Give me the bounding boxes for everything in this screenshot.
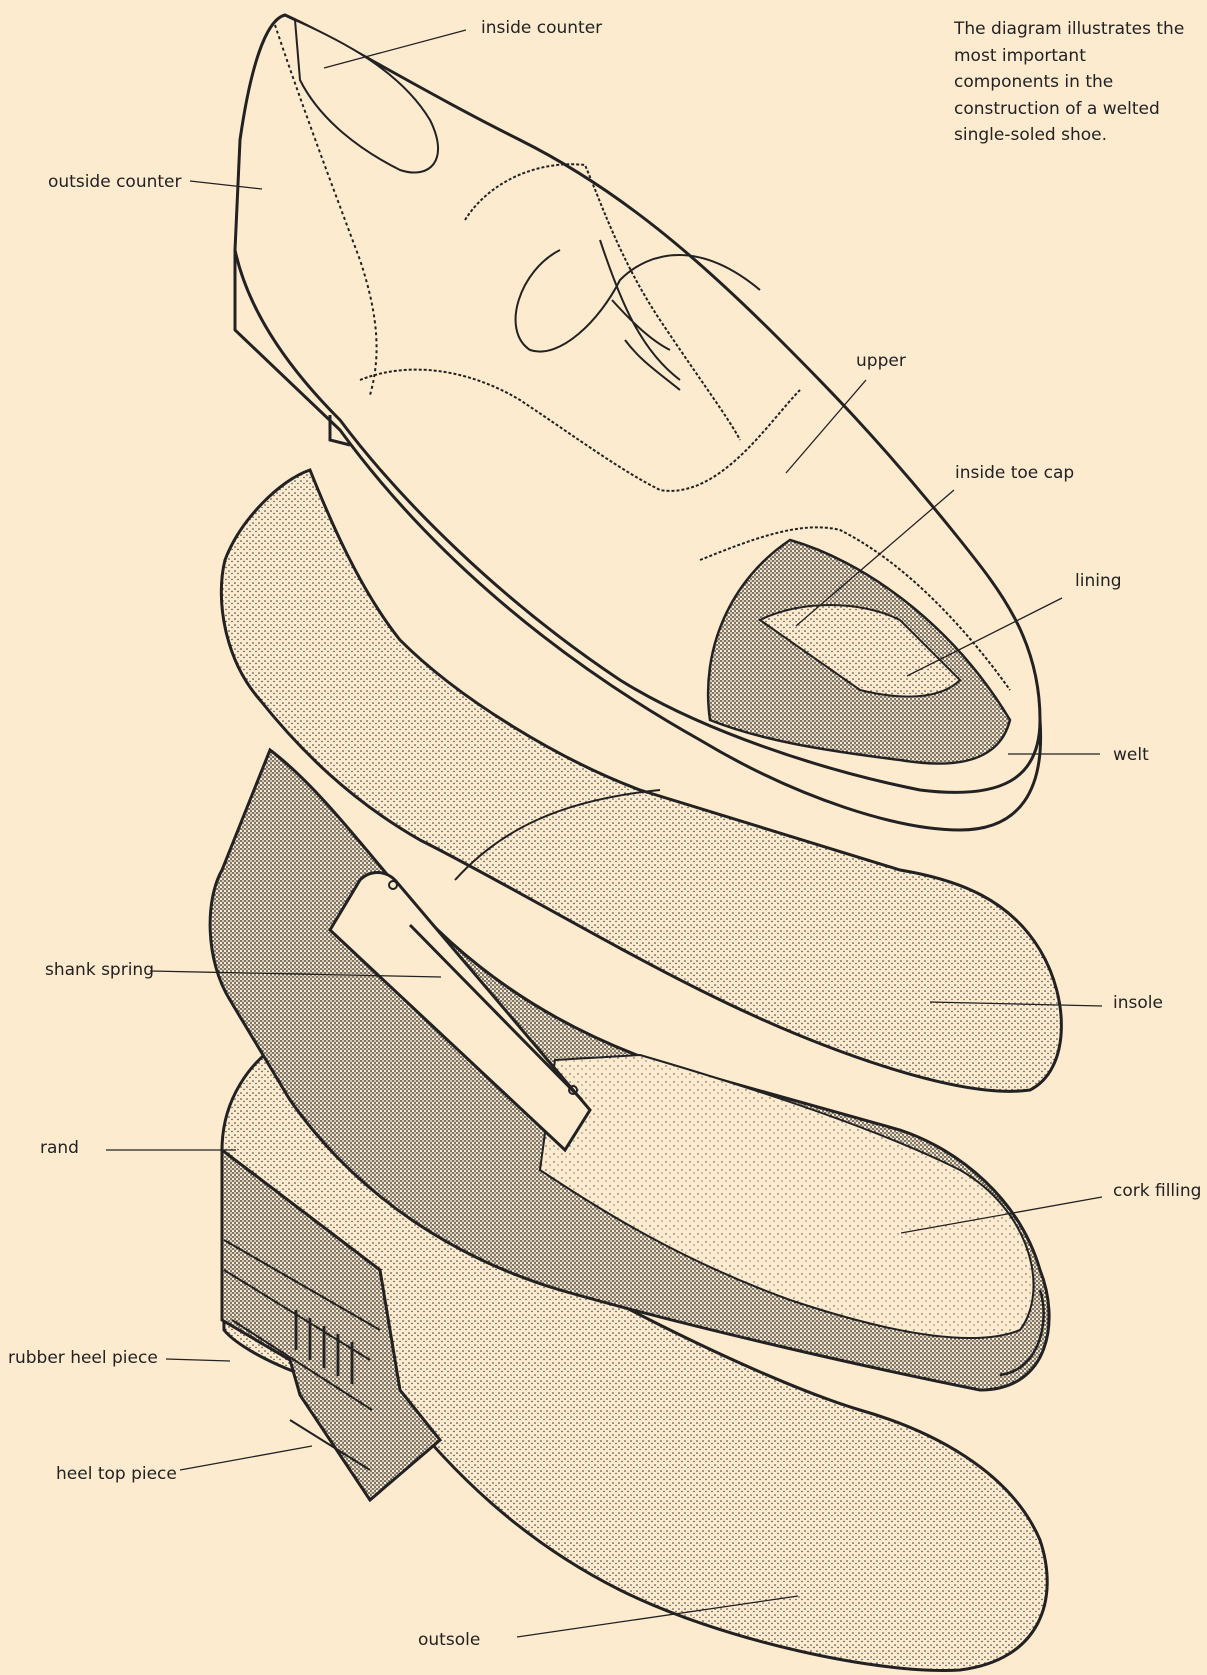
label-outsole: outsole [418, 1630, 480, 1650]
label-lining: lining [1075, 571, 1122, 591]
label-heel-top-piece: heel top piece [56, 1464, 177, 1484]
label-insole: insole [1113, 993, 1163, 1013]
leader-rubber-heel-piece [166, 1359, 230, 1361]
label-outside-counter: outside counter [48, 172, 182, 192]
leader-heel-top-piece [180, 1446, 312, 1470]
label-upper: upper [856, 351, 906, 371]
label-inside-counter: inside counter [481, 18, 602, 38]
label-welt: welt [1113, 745, 1149, 765]
label-shank-spring: shank spring [45, 960, 154, 980]
label-rand: rand [40, 1138, 79, 1158]
label-cork-filling: cork filling [1113, 1181, 1201, 1201]
diagram-caption: The diagram illustrates the most importa… [954, 16, 1194, 149]
label-inside-toe-cap: inside toe cap [955, 463, 1074, 483]
label-rubber-heel-piece: rubber heel piece [8, 1348, 158, 1368]
